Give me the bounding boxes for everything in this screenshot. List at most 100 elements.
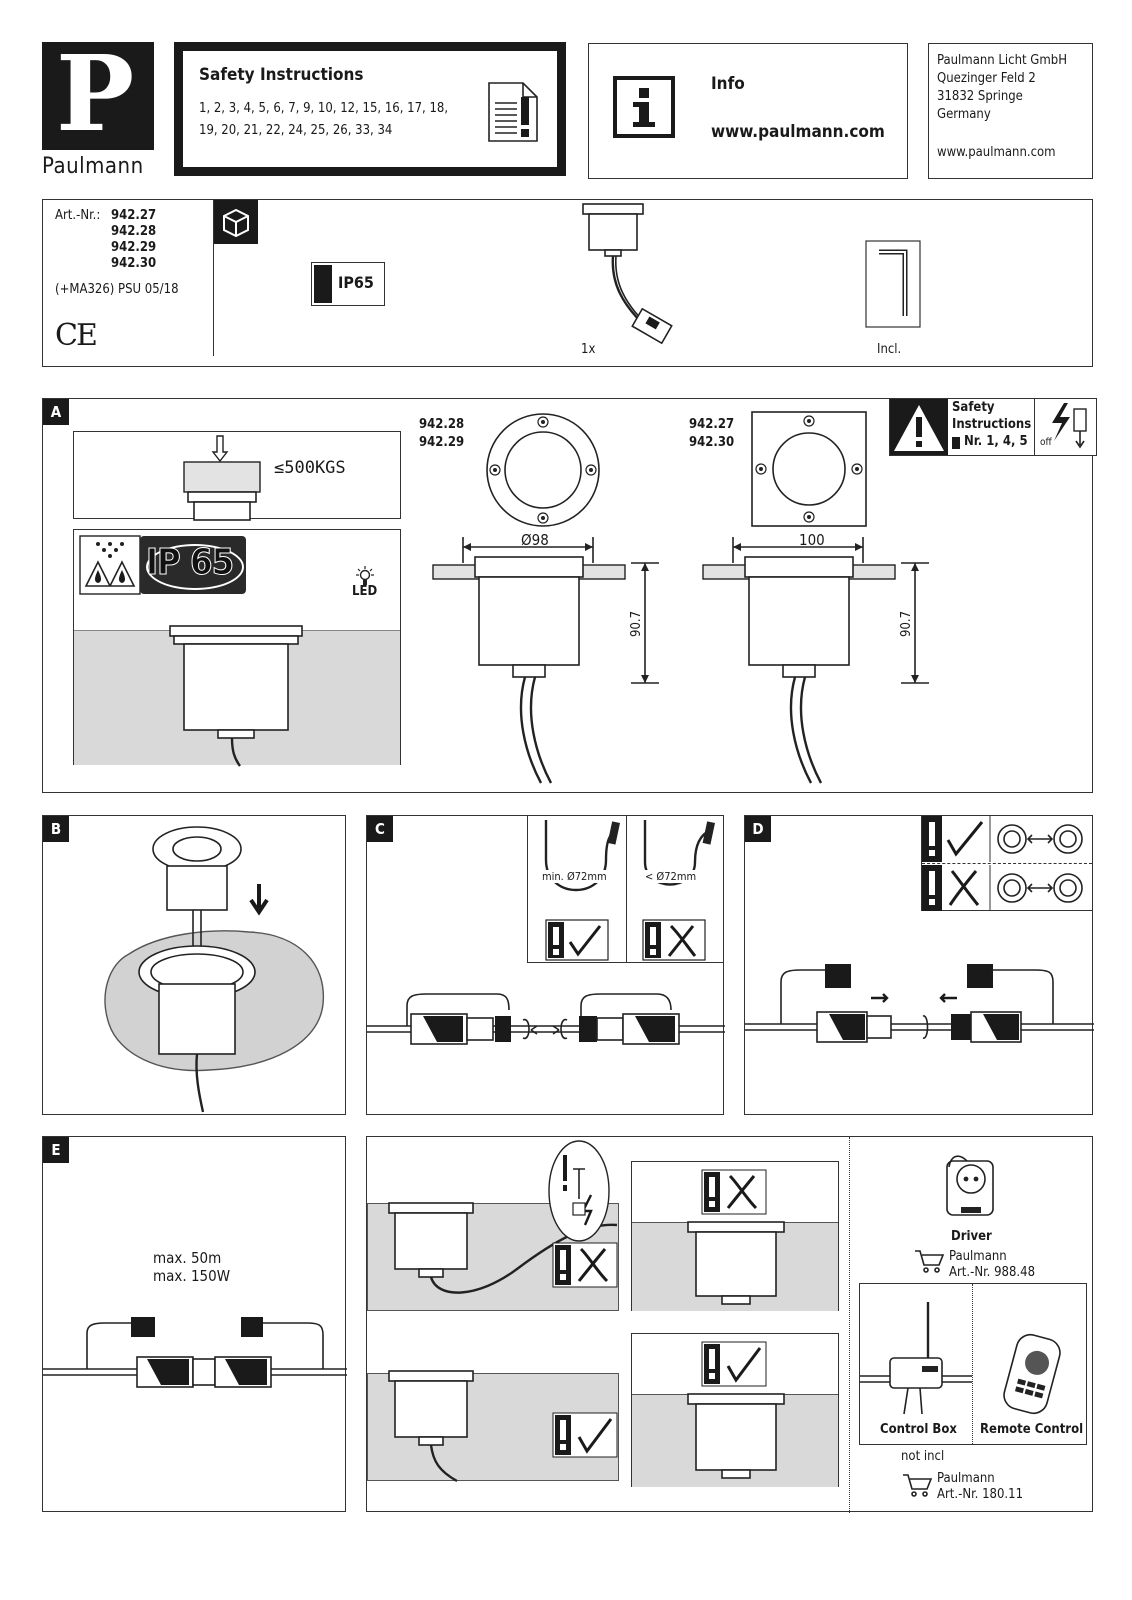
raised-install-cross-icon: [701, 1169, 767, 1215]
shopping-cart-icon: [915, 1250, 945, 1273]
square-cover-top-view: [751, 411, 867, 527]
accessory-divider: [972, 1284, 973, 1444]
section-d-label: D: [745, 816, 771, 842]
safety-instructions-box: Safety Instructions 1, 2, 3, 4, 5, 6, 7,…: [174, 42, 566, 176]
insertion-illustration: [104, 826, 325, 1113]
round-diameter: Ø98: [521, 531, 549, 549]
article-row: Art.-Nr.: 942.27 942.28 942.29 942.30 (+…: [42, 199, 1093, 367]
dust-water-protection-icon: [79, 535, 141, 595]
cable-chain-illustration: [43, 1317, 347, 1388]
power-off-lightning-icon: [1052, 403, 1087, 449]
driver-brand: Paulmann: [949, 1249, 1007, 1264]
installed-lamp-cross-section: [169, 625, 303, 767]
section-a-label: A: [43, 399, 69, 425]
load-down-arrow-icon: [211, 435, 229, 463]
driver-art-nr: Art.-Nr. 988.48: [949, 1265, 1036, 1280]
panel-divider: [1034, 399, 1035, 455]
art-nr-4: 942.30: [111, 256, 157, 271]
brand-name: Paulmann: [42, 154, 144, 179]
control-box-label: Control Box: [880, 1422, 957, 1437]
info-url[interactable]: www.paulmann.com: [711, 122, 885, 142]
connector-join-illustration: [745, 964, 1094, 1043]
round-dimension-drawing: [432, 537, 659, 784]
square-dimension-drawing: [702, 537, 929, 784]
art-nr-1: 942.27: [111, 208, 157, 223]
art-nr-2: 942.28: [111, 224, 157, 239]
ip-info-icon: [314, 265, 332, 303]
package-icon: [214, 200, 258, 244]
allen-key-icon: [865, 240, 921, 328]
wrong-cable-cross-icon: [552, 1242, 618, 1288]
round-height: 90.7: [629, 610, 644, 637]
dashed-divider: [922, 863, 1092, 864]
lamp-with-cable-illustration: [582, 203, 673, 345]
load-capacity-panel: ≤500KGS: [73, 431, 401, 521]
safety-list-line2: 19, 20, 21, 22, 24, 25, 26, 33, 34: [199, 123, 393, 138]
ip65-led-panel: IP 65 LED: [73, 529, 401, 767]
section-c-label: C: [367, 816, 393, 842]
section-c: C min. Ø72mm < Ø72mm: [366, 815, 725, 1115]
company-web[interactable]: www.paulmann.com: [937, 145, 1056, 160]
quantity-label: 1x: [581, 342, 596, 357]
manual-icon: [952, 437, 960, 449]
wrong-cable-routing-illustration: [388, 1140, 618, 1294]
company-country: Germany: [937, 107, 991, 122]
accessory-brand: Paulmann: [937, 1471, 995, 1486]
info-box: Info www.paulmann.com: [588, 43, 908, 179]
flush-install-check-icon: [701, 1341, 767, 1387]
correct-install-check-icon: [552, 1412, 618, 1458]
dotted-separator: [849, 1137, 850, 1513]
raised-lamp-illustration: [687, 1221, 785, 1305]
square-model-1: 942.27: [689, 417, 735, 432]
section-b-label: B: [43, 816, 69, 842]
cable-loop-bad: [643, 820, 715, 886]
min-radius-panel: min. Ø72mm: [527, 815, 627, 963]
driver-title: Driver: [951, 1229, 992, 1244]
min-radius-text: min. Ø72mm: [542, 870, 607, 883]
safety-panel-title-1: Safety: [952, 400, 995, 415]
check-mark-icon: [545, 919, 609, 961]
company-name: Paulmann Licht GmbH: [937, 53, 1067, 68]
section-e: E max. 50m max. 150W: [42, 1136, 347, 1512]
small-radius-panel: < Ø72mm: [626, 815, 724, 963]
led-bulb-icon: [356, 566, 374, 585]
lamp-top-illustration: [183, 461, 261, 521]
polarity-bad-icon: [922, 865, 1083, 911]
section-b: B: [42, 815, 346, 1115]
polarity-panel: [921, 815, 1093, 911]
driver-plug-icon: [946, 1155, 994, 1216]
cross-mark-icon: [642, 919, 706, 961]
round-model-1: 942.28: [419, 417, 465, 432]
safety-panel-numbers: Nr. 1, 4, 5: [964, 434, 1028, 449]
round-cover-top-view: [486, 413, 600, 527]
remote-control-icon: [1003, 1333, 1061, 1415]
cable-loop-ok: [544, 820, 620, 892]
warning-triangle-icon: [890, 399, 948, 455]
small-radius-text: < Ø72mm: [645, 870, 697, 883]
control-box-icon: [860, 1302, 972, 1415]
info-title: Info: [711, 74, 745, 94]
accessory-cart-icon: [903, 1474, 933, 1497]
ip65-badge: IP65: [311, 262, 385, 306]
document-warning-icon: [488, 82, 538, 142]
load-capacity-text: ≤500KGS: [274, 458, 346, 478]
ip65-oval: [146, 544, 244, 590]
remote-control-label: Remote Control: [980, 1422, 1084, 1437]
divider: [213, 200, 214, 356]
flush-install-panel: [631, 1333, 839, 1487]
art-nr-3: 942.29: [111, 240, 157, 255]
raised-install-panel: [631, 1161, 839, 1311]
ce-mark: CE: [55, 318, 98, 353]
section-d: D: [744, 815, 1094, 1115]
square-height: 90.7: [899, 610, 914, 637]
safety-list-line1: 1, 2, 3, 4, 5, 6, 7, 9, 10, 12, 15, 16, …: [199, 101, 449, 116]
max-power-text: max. 150W: [153, 1267, 231, 1285]
safety-title: Safety Instructions: [199, 65, 364, 85]
paulmann-logo: P: [42, 36, 154, 152]
square-model-2: 942.30: [689, 435, 735, 450]
safety-panel-title-2: Instructions: [952, 417, 1032, 432]
section-e-installation: Driver Paulmann Art.-Nr. 988.48 Control …: [366, 1136, 1093, 1513]
section-a: A ≤500KGS IP 65 LED: [42, 398, 1097, 793]
safety-warning-panel: Safety Instructions Nr. 1, 4, 5 off: [889, 398, 1097, 456]
not-included-label: not incl: [901, 1449, 945, 1464]
